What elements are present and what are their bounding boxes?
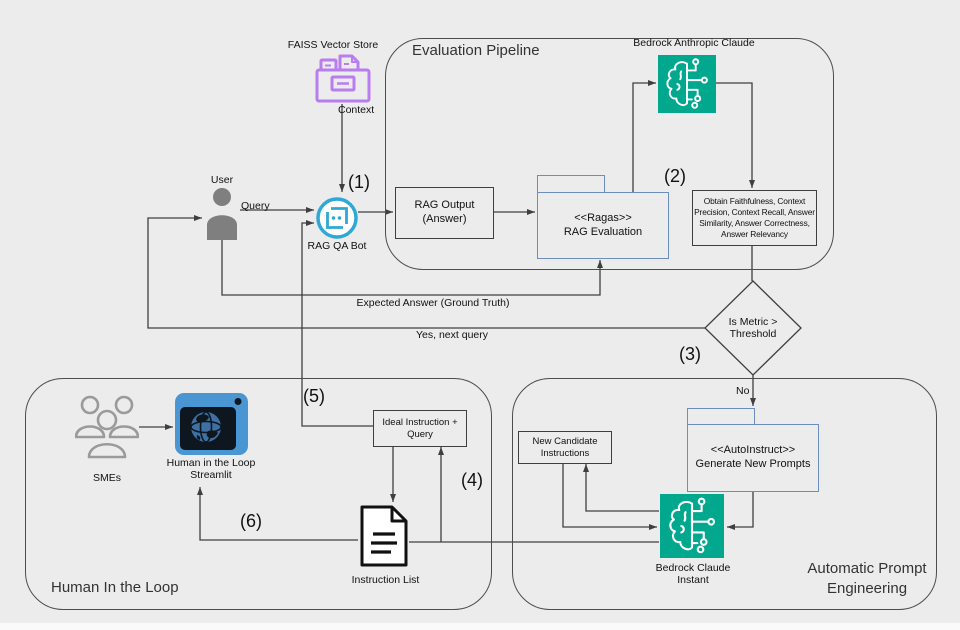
autoinstruct-package-box: <<AutoInstruct>> Generate New Prompts bbox=[687, 424, 819, 492]
new-candidate-line1: New Candidate bbox=[532, 435, 598, 447]
edge-candidates-to-instant bbox=[562, 462, 657, 530]
edge-bedrock-to-metrics bbox=[716, 82, 755, 188]
autoinstruct-package-tab bbox=[687, 408, 755, 425]
ideal-instruction-line1: Ideal Instruction + bbox=[382, 416, 458, 428]
no-label: No bbox=[736, 385, 750, 397]
ragas-stereotype: <<Ragas>> bbox=[574, 211, 632, 224]
query-label: Query bbox=[241, 200, 270, 212]
streamlit-line2: Streamlit bbox=[190, 469, 232, 482]
container-human-in-the-loop bbox=[25, 378, 492, 610]
streamlit-line1: Human in the Loop bbox=[166, 457, 256, 469]
expected-answer-label: Expected Answer (Ground Truth) bbox=[356, 297, 510, 309]
step-6: (6) bbox=[240, 511, 262, 531]
bedrock-claude-instant-icon bbox=[660, 494, 724, 558]
step-4: (4) bbox=[461, 470, 483, 490]
instruction-list-icon bbox=[360, 505, 408, 567]
bedrock-anthropic-claude-icon bbox=[658, 55, 716, 113]
edge-autoinstruct-to-instant bbox=[727, 490, 754, 530]
user-label: User bbox=[210, 174, 234, 186]
rag-output-line1: RAG Output bbox=[414, 199, 475, 212]
human-in-the-loop-label: Human In the Loop bbox=[51, 579, 179, 596]
ideal-instruction-box: Ideal Instruction + Query bbox=[373, 410, 467, 447]
bottom-strip bbox=[0, 623, 960, 630]
decision-line1: Is Metric > bbox=[728, 316, 778, 328]
metrics-text: Obtain Faithfulness, Context Precision, … bbox=[694, 196, 815, 239]
user-icon bbox=[207, 188, 237, 240]
edge-list-to-streamlit bbox=[197, 487, 358, 541]
bedrock-claude-instant-line1: Bedrock Claude bbox=[655, 562, 731, 574]
autoinstruct-label: Generate New Prompts bbox=[695, 458, 811, 470]
step-3: (3) bbox=[679, 344, 701, 364]
rag-output-box: RAG Output (Answer) bbox=[395, 187, 494, 239]
ragas-package-tab bbox=[537, 175, 605, 193]
decision-text: Is Metric > Threshold bbox=[713, 316, 793, 341]
edge-ragas-to-bedrock bbox=[632, 80, 656, 192]
rag-qa-bot-label: RAG QA Bot bbox=[307, 240, 367, 252]
bedrock-anthropic-claude-label: Bedrock Anthropic Claude bbox=[633, 37, 755, 49]
ragas-package-box: <<Ragas>> RAG Evaluation bbox=[537, 192, 669, 259]
decision-diamond bbox=[704, 280, 802, 376]
new-candidate-box: New Candidate Instructions bbox=[518, 431, 612, 464]
rag-qa-bot-icon bbox=[316, 197, 358, 239]
container-automatic-prompt-engineering bbox=[512, 378, 937, 610]
metrics-box: Obtain Faithfulness, Context Precision, … bbox=[692, 190, 817, 246]
edge-expected-answer bbox=[221, 240, 603, 296]
bedrock-claude-instant-label: Bedrock Claude Instant bbox=[643, 562, 743, 587]
edge-instant-to-candidates bbox=[583, 464, 659, 512]
step-1: (1) bbox=[348, 172, 370, 192]
decision-line2: Threshold bbox=[729, 328, 777, 341]
context-label: Context bbox=[338, 104, 375, 116]
new-candidate-line2: Instructions bbox=[540, 447, 590, 459]
autoinstruct-stereotype: <<AutoInstruct>> bbox=[710, 444, 796, 457]
human-in-the-loop-streamlit-icon bbox=[175, 393, 248, 455]
container-evaluation-pipeline bbox=[385, 38, 834, 270]
edge-yes-loop bbox=[147, 215, 705, 329]
faiss-vector-store-icon bbox=[315, 54, 371, 103]
smes-icon bbox=[75, 395, 139, 459]
edge-ideal-to-bot bbox=[301, 220, 373, 427]
instruction-list-label: Instruction List bbox=[351, 574, 420, 586]
ragas-label: RAG Evaluation bbox=[563, 225, 643, 238]
bedrock-claude-instant-line2: Instant bbox=[677, 574, 709, 587]
rag-output-line2: (Answer) bbox=[422, 213, 467, 225]
ideal-instruction-line2: Query bbox=[407, 428, 433, 440]
step-2: (2) bbox=[664, 166, 686, 186]
yes-next-query-label: Yes, next query bbox=[416, 329, 488, 341]
faiss-label: FAISS Vector Store bbox=[287, 39, 379, 51]
evaluation-pipeline-label: Evaluation Pipeline bbox=[412, 42, 540, 59]
smes-label: SMEs bbox=[92, 472, 121, 484]
automatic-prompt-engineering-label: Automatic Prompt Engineering bbox=[807, 560, 927, 598]
streamlit-label: Human in the Loop Streamlit bbox=[156, 457, 266, 482]
step-5: (5) bbox=[303, 386, 325, 406]
